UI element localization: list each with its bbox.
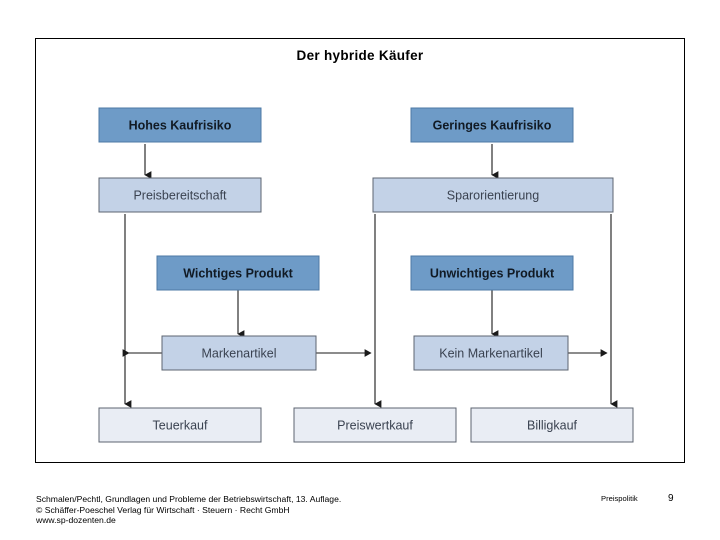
node-label: Unwichtiges Produkt bbox=[430, 266, 555, 280]
node-label: Billigkauf bbox=[527, 418, 578, 432]
node-sparorientierung[interactable]: Sparorientierung bbox=[372, 177, 614, 213]
footer-line-3: www.sp-dozenten.de bbox=[36, 515, 116, 526]
node-preisbereitschaft[interactable]: Preisbereitschaft bbox=[98, 177, 262, 213]
node-box bbox=[470, 407, 634, 443]
node-label: Kein Markenartikel bbox=[439, 346, 543, 360]
node-label: Preisbereitschaft bbox=[133, 188, 227, 202]
node-geringes-kaufrisiko[interactable]: Geringes Kaufrisiko bbox=[410, 107, 574, 143]
node-label: Hohes Kaufrisiko bbox=[129, 118, 232, 132]
node-box bbox=[293, 407, 457, 443]
section-label: Preispolitik bbox=[601, 494, 638, 503]
node-box bbox=[413, 335, 569, 371]
connector-layer bbox=[122, 144, 618, 408]
node-box bbox=[98, 407, 262, 443]
node-label: Geringes Kaufrisiko bbox=[433, 118, 552, 132]
node-box bbox=[98, 177, 262, 213]
node-label: Markenartikel bbox=[201, 346, 276, 360]
node-box bbox=[372, 177, 614, 213]
node-label: Wichtiges Produkt bbox=[183, 266, 293, 280]
node-label: Sparorientierung bbox=[447, 188, 539, 202]
page-title: Der hybride Käufer bbox=[296, 48, 424, 63]
node-kein-markenartikel[interactable]: Kein Markenartikel bbox=[413, 335, 569, 371]
node-hohes-kaufrisiko[interactable]: Hohes Kaufrisiko bbox=[98, 107, 262, 143]
node-unwichtiges-produkt[interactable]: Unwichtiges Produkt bbox=[410, 255, 574, 291]
copyright-footer: Schmalen/Pechtl, Grundlagen und Probleme… bbox=[36, 494, 341, 526]
node-box bbox=[410, 107, 574, 143]
node-box bbox=[161, 335, 317, 371]
footer-line-1: Schmalen/Pechtl, Grundlagen und Probleme… bbox=[36, 494, 342, 504]
node-box bbox=[98, 107, 262, 143]
node-wichtiges-produkt[interactable]: Wichtiges Produkt bbox=[156, 255, 320, 291]
hybrid-buyer-flowchart: Hohes Kaufrisiko Geringes Kaufrisiko Pre… bbox=[98, 107, 634, 443]
node-billigkauf[interactable]: Billigkauf bbox=[470, 407, 634, 443]
node-preiswertkauf[interactable]: Preiswertkauf bbox=[293, 407, 457, 443]
node-box bbox=[410, 255, 574, 291]
footer-line-2: © Schäffer-Poeschel Verlag für Wirtschaf… bbox=[36, 504, 290, 515]
node-teuerkauf[interactable]: Teuerkauf bbox=[98, 407, 262, 443]
node-markenartikel[interactable]: Markenartikel bbox=[161, 335, 317, 371]
node-label: Teuerkauf bbox=[153, 418, 208, 432]
node-label: Preiswertkauf bbox=[337, 418, 413, 432]
node-box bbox=[156, 255, 320, 291]
page-number: 9 bbox=[668, 493, 674, 504]
